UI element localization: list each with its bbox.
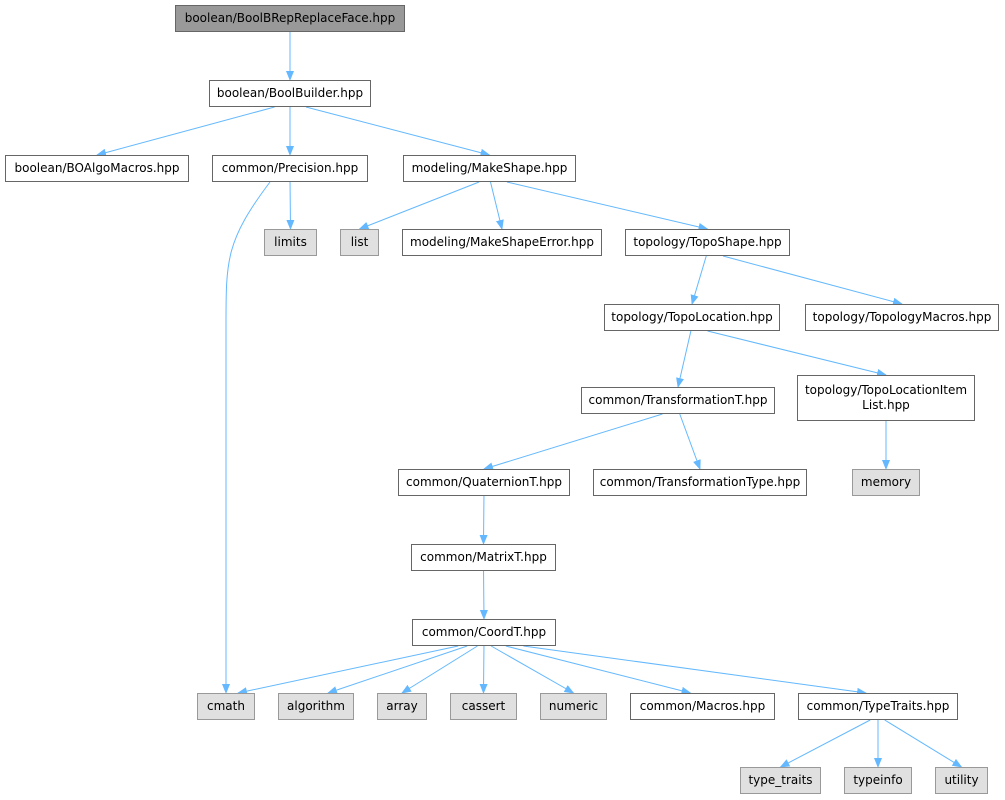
- node-numeric[interactable]: numeric: [540, 693, 607, 720]
- node-type-traits[interactable]: type_traits: [740, 767, 821, 794]
- edge-transformationt-to-transformationtype: [679, 413, 701, 470]
- edge-makeshape-to-list: [358, 181, 480, 230]
- edge-coordt-to-cmath: [237, 645, 459, 696]
- edge-coordt-to-macros: [505, 645, 692, 695]
- edge-toposhape-to-topolocation: [690, 255, 707, 305]
- edge-makeshape-to-toposhape: [506, 181, 709, 231]
- edge-topolocation-to-transformationt: [676, 330, 692, 388]
- edge-boolbuilder-to-makeshape: [305, 106, 491, 157]
- node-algorithm[interactable]: algorithm: [278, 693, 354, 720]
- node-boolbuilder[interactable]: boolean/BoolBuilder.hpp: [209, 80, 371, 107]
- edge-coordt-to-numeric: [490, 645, 575, 694]
- node-topolocation[interactable]: topology/TopoLocation.hpp: [604, 304, 780, 331]
- node-utility[interactable]: utility: [935, 767, 988, 794]
- node-cassert[interactable]: cassert: [450, 693, 517, 720]
- node-topolocationitemlist[interactable]: topology/TopoLocationItem List.hpp: [797, 375, 975, 421]
- node-matrixt[interactable]: common/MatrixT.hpp: [411, 544, 556, 571]
- edge-makeshape-to-makeshapeerror: [490, 181, 504, 230]
- edge-typetraits-to-utility: [884, 719, 963, 768]
- node-typeinfo[interactable]: typeinfo: [844, 767, 912, 794]
- node-toposhape[interactable]: topology/TopoShape.hpp: [625, 229, 790, 256]
- node-quaterniont[interactable]: common/QuaternionT.hpp: [398, 469, 570, 496]
- node-makeshapeerror[interactable]: modeling/MakeShapeError.hpp: [402, 229, 602, 256]
- node-makeshape[interactable]: modeling/MakeShape.hpp: [403, 155, 576, 182]
- node-boalgomacros[interactable]: boolean/BOAlgoMacros.hpp: [5, 155, 189, 182]
- node-typetraits[interactable]: common/TypeTraits.hpp: [798, 693, 958, 720]
- node-memory[interactable]: memory: [852, 469, 920, 496]
- node-topologymacros[interactable]: topology/TopologyMacros.hpp: [805, 304, 999, 331]
- node-coordt[interactable]: common/CoordT.hpp: [412, 619, 556, 646]
- edge-coordt-to-typetraits: [523, 645, 867, 696]
- edge-coordt-to-array: [401, 645, 478, 694]
- node-transformationt[interactable]: common/TransformationT.hpp: [581, 387, 775, 414]
- edge-typetraits-to-type_traits: [779, 719, 871, 768]
- edge-transformationt-to-quaterniont: [483, 413, 663, 471]
- node-transformationtype[interactable]: common/TransformationType.hpp: [593, 469, 807, 496]
- node-root-boolbrepreplaceface[interactable]: boolean/BoolBRepReplaceFace.hpp: [175, 5, 405, 32]
- edge-boolbuilder-to-boalgomacros: [96, 106, 275, 157]
- node-cmath[interactable]: cmath: [197, 693, 255, 720]
- edge-toposhape-to-topologymacros: [722, 255, 903, 306]
- edge-precision-to-cmath: [222, 181, 271, 694]
- node-macros[interactable]: common/Macros.hpp: [630, 693, 775, 720]
- node-precision[interactable]: common/Precision.hpp: [212, 155, 368, 182]
- node-array[interactable]: array: [377, 693, 427, 720]
- node-list[interactable]: list: [340, 229, 379, 256]
- node-limits[interactable]: limits: [264, 229, 317, 256]
- edge-coordt-to-algorithm: [327, 645, 468, 694]
- edge-topolocation-to-topolocationitemlist: [707, 330, 887, 377]
